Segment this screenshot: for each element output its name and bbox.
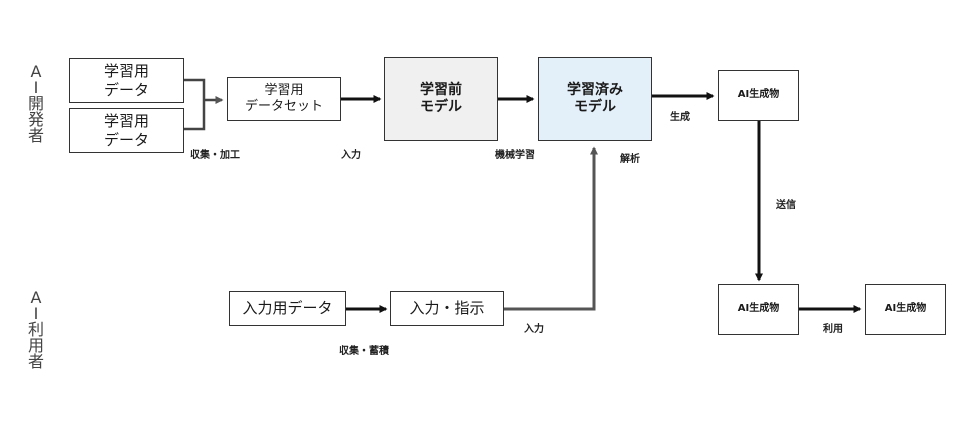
edge-data-merge (183, 78, 222, 131)
edge-label-analysis: 解析 (620, 154, 640, 165)
node-trained-model: 学習済み モデル (538, 57, 652, 141)
node-training-data-2: 学習用 データ (69, 108, 184, 153)
node-input-data: 入力用データ (229, 291, 346, 326)
edge-label-use: 利用 (823, 324, 843, 335)
edge-label-input-top: 入力 (341, 150, 361, 161)
edge-instruction-to-trained (504, 146, 598, 311)
node-ai-output-top: AI生成物 (718, 70, 799, 121)
edge-label-send: 送信 (776, 200, 796, 211)
node-ai-output-middle: AI生成物 (718, 284, 799, 335)
edge-label-generate: 生成 (670, 112, 690, 123)
edge-label-collect-store: 収集・蓄積 (339, 346, 389, 357)
edge-label-collect-process: 収集・加工 (190, 150, 240, 161)
edge-label-input-bottom: 入力 (524, 324, 544, 335)
node-input-instruction: 入力・指示 (390, 291, 504, 326)
node-ai-output-right: AI生成物 (865, 284, 946, 335)
role-user-label: A I 利 用 者 (27, 288, 44, 371)
node-training-data-1: 学習用 データ (69, 58, 184, 103)
node-pretrained-model: 学習前 モデル (384, 57, 498, 141)
node-training-dataset: 学習用 データセット (227, 77, 341, 121)
edge-label-machine-learning: 機械学習 (495, 150, 535, 161)
role-developer-label: A I 開 発 者 (27, 62, 44, 145)
